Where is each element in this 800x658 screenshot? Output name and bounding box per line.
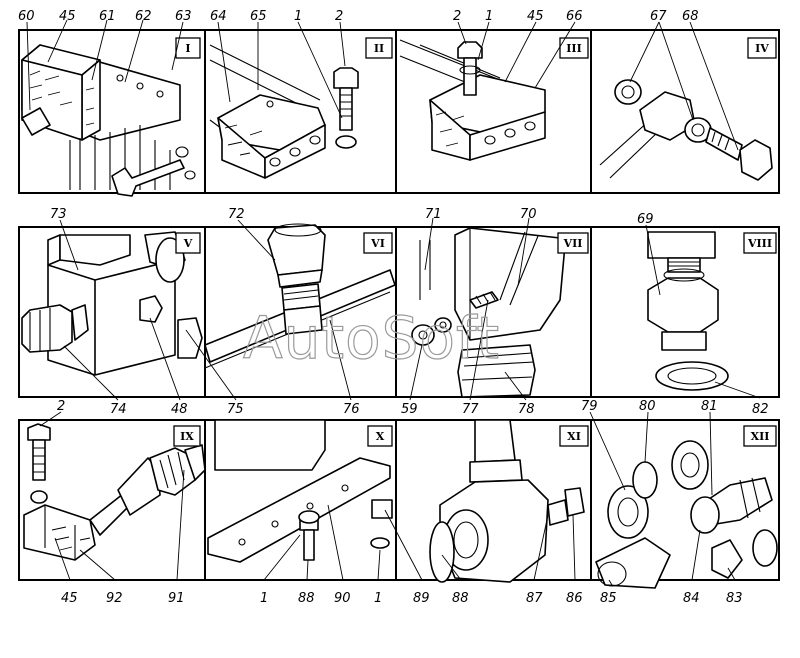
panel-5-numeral: V: [183, 237, 193, 250]
callout-91: 91: [168, 591, 185, 606]
panel-12-numeral: XII: [751, 430, 770, 443]
panel-6-numeral: VI: [370, 237, 385, 250]
panel-3-numeral: III: [566, 42, 581, 55]
panel-11-numeral: XI: [567, 430, 581, 443]
callout-79: 79: [581, 399, 598, 414]
watermark: AutoSoft: [243, 304, 500, 372]
callout-67: 67: [650, 9, 667, 24]
callout-2: 2: [57, 399, 65, 414]
callout-71: 71: [425, 207, 442, 222]
callout-63: 63: [175, 9, 192, 24]
callout-48: 48: [171, 402, 188, 417]
panel-8-frame: [590, 226, 780, 398]
callout-45: 45: [59, 9, 76, 24]
callout-2: 2: [335, 9, 343, 24]
callouts: 60 45 61 62 63 64 65 1 2 2 1 45 66 67 68…: [18, 9, 769, 606]
panel-10-numeral: X: [376, 430, 385, 443]
callout-88: 88: [298, 591, 315, 606]
panel-11-drawing: [429, 419, 585, 583]
panel-3-drawing: [399, 39, 546, 161]
callout-1: 1: [294, 9, 302, 24]
panel-12-drawing: [595, 440, 778, 589]
panel-1-drawing: [21, 44, 196, 197]
panel-9-numeral: IX: [180, 430, 194, 443]
callout-70: 70: [520, 207, 537, 222]
callout-78: 78: [518, 402, 535, 417]
panel-numerals: I II III IV V VI VII VIII IX X XI XII: [173, 37, 777, 447]
callout-45: 45: [527, 9, 544, 24]
panel-10-drawing: [207, 419, 393, 563]
callout-83: 83: [726, 591, 743, 606]
callout-66: 66: [566, 9, 583, 24]
callout-84: 84: [683, 591, 700, 606]
panel-8-drawing: [647, 231, 729, 391]
callout-77: 77: [462, 402, 479, 417]
callout-92: 92: [106, 591, 123, 606]
panel-4-numeral: IV: [755, 42, 769, 55]
callout-87: 87: [526, 591, 543, 606]
callout-65: 65: [250, 9, 267, 24]
panel-2-drawing: [209, 44, 359, 179]
callout-73: 73: [50, 207, 67, 222]
callout-61: 61: [99, 9, 116, 24]
callout-76: 76: [343, 402, 360, 417]
panel-6-drawing: [204, 223, 396, 369]
panel-4-drawing: [599, 79, 773, 181]
callout-72: 72: [228, 207, 245, 222]
callout-64: 64: [210, 9, 227, 24]
callout-60: 60: [18, 9, 35, 24]
callout-1: 1: [374, 591, 382, 606]
panel-4-frame: [590, 29, 780, 194]
panel-7-numeral: VII: [563, 237, 583, 250]
callout-75: 75: [227, 402, 244, 417]
callout-89: 89: [413, 591, 430, 606]
panel-5-drawing: [21, 231, 203, 376]
callout-86: 86: [566, 591, 583, 606]
panel-8-numeral: VIII: [747, 237, 772, 250]
panel-7-drawing: [411, 227, 566, 398]
leader-lines: [26, 19, 761, 586]
callout-1: 1: [260, 591, 268, 606]
callout-80: 80: [639, 399, 656, 414]
callout-82: 82: [752, 402, 769, 417]
panel-2-numeral: II: [374, 42, 384, 55]
callout-85: 85: [600, 591, 617, 606]
callout-2: 2: [453, 9, 461, 24]
panel-12-frame: [590, 419, 780, 581]
panel-9-drawing: [23, 423, 206, 561]
callout-69: 69: [637, 212, 654, 227]
callout-1: 1: [485, 9, 493, 24]
callout-88: 88: [452, 591, 469, 606]
callout-45: 45: [61, 591, 78, 606]
callout-62: 62: [135, 9, 152, 24]
callout-59: 59: [401, 402, 418, 417]
callout-68: 68: [682, 9, 699, 24]
panel-1-numeral: I: [185, 42, 190, 55]
callout-81: 81: [701, 399, 718, 414]
callout-90: 90: [334, 591, 351, 606]
callout-74: 74: [110, 402, 127, 417]
